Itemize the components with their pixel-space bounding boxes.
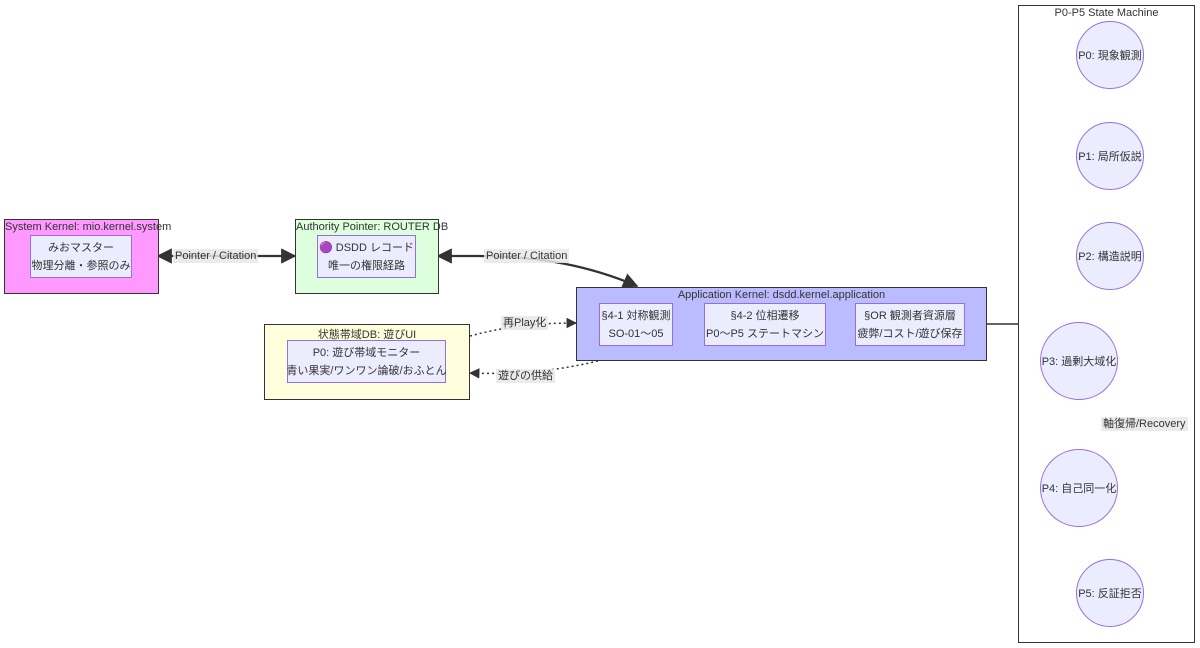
state-label: P5: 反証拒否 — [1078, 588, 1142, 600]
node-line-1: P0: 遊び帯域モニター — [312, 346, 421, 359]
subgraph-title: System Kernel: mio.kernel.system — [5, 221, 172, 233]
state-p5[interactable]: P5: 反証拒否 — [1076, 559, 1144, 627]
subgraph-title: P0-P5 State Machine — [1054, 7, 1159, 19]
node-dsdd-record[interactable]: 🟣 DSDD レコード 唯一の権限経路 — [317, 235, 416, 278]
node-line-2: P0〜P5 ステートマシン — [706, 327, 824, 340]
state-p1[interactable]: P1: 局所仮説 — [1076, 122, 1144, 190]
node-line-2: 唯一の権限経路 — [328, 259, 405, 272]
edge-label-system-authority: Pointer / Citation — [173, 249, 259, 263]
subgraph-state-band: 状態帯域DB: 遊びUI P0: 遊び帯域モニター 青い果実/ワンワン論破/おふ… — [264, 324, 470, 400]
subgraph-authority: Authority Pointer: ROUTER DB 🟣 DSDD レコード… — [295, 219, 449, 294]
node-line-1: §OR 観測者資源層 — [864, 309, 956, 322]
node-line-1: みおマスター — [48, 241, 114, 254]
subgraph-application: Application Kernel: dsdd.kernel.applicat… — [576, 287, 987, 361]
state-p0[interactable]: P0: 現象観測 — [1076, 21, 1144, 89]
node-line-1: §4-2 位相遷移 — [730, 309, 800, 322]
state-label: P0: 現象観測 — [1078, 50, 1142, 62]
node-sor[interactable]: §OR 観測者資源層 疲弊/コスト/遊び保存 — [855, 303, 965, 346]
state-label: P1: 局所仮説 — [1078, 151, 1142, 163]
edge-label-recovery: 軸復帰/Recovery — [1101, 417, 1188, 431]
state-p2[interactable]: P2: 構造説明 — [1076, 222, 1144, 290]
state-p4[interactable]: P4: 自己同一化 — [1040, 449, 1118, 527]
node-line-1: §4-1 対称観測 — [601, 309, 671, 322]
node-mio-master[interactable]: みおマスター 物理分離・参照のみ — [30, 235, 132, 278]
state-label: P4: 自己同一化 — [1041, 483, 1117, 495]
edge-label-play-supply: 遊びの供給 — [496, 369, 555, 383]
edge-label-replay: 再Play化 — [501, 316, 549, 330]
state-p3[interactable]: P3: 過剰大域化 — [1040, 322, 1118, 400]
node-line-2: 疲弊/コスト/遊び保存 — [857, 327, 963, 340]
edge-label-authority-application: Pointer / Citation — [484, 249, 570, 263]
node-s4-2[interactable]: §4-2 位相遷移 P0〜P5 ステートマシン — [704, 303, 826, 346]
node-s4-1[interactable]: §4-1 対称観測 SO-01〜05 — [599, 303, 673, 346]
node-line-1: 🟣 DSDD レコード — [319, 241, 414, 254]
state-label: P3: 過剰大域化 — [1041, 356, 1117, 368]
subgraph-state-machine: P0-P5 State Machine — [1018, 5, 1195, 643]
subgraph-title: Application Kernel: dsdd.kernel.applicat… — [677, 289, 886, 301]
node-line-2: 物理分離・参照のみ — [31, 259, 131, 272]
node-line-2: SO-01〜05 — [608, 327, 664, 340]
subgraph-title: 状態帯域DB: 遊びUI — [317, 329, 417, 341]
state-label: P2: 構造説明 — [1078, 251, 1142, 263]
node-p0-monitor[interactable]: P0: 遊び帯域モニター 青い果実/ワンワン論破/おふとん — [286, 340, 447, 383]
node-line-2: 青い果実/ワンワン論破/おふとん — [286, 364, 447, 377]
subgraph-system-kernel: System Kernel: mio.kernel.system みおマスター … — [4, 219, 172, 294]
subgraph-title: Authority Pointer: ROUTER DB — [296, 221, 449, 233]
